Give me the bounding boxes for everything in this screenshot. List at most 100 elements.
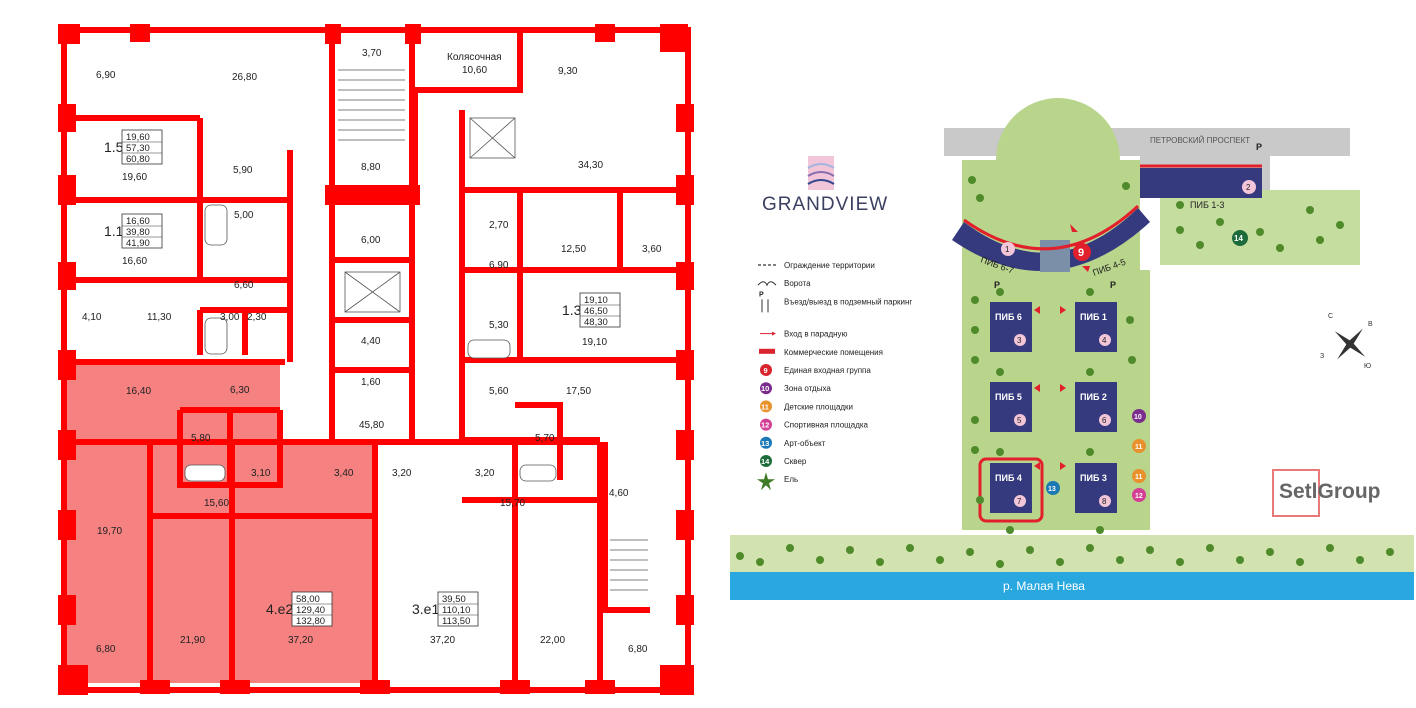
building-block[interactable]: ПИБ 63 (990, 302, 1032, 352)
setlgroup-text: SetlGroup (1279, 480, 1381, 503)
room-area: 5,90 (233, 165, 253, 176)
room-area: 5,30 (489, 320, 509, 331)
room-area: 5,70 (535, 433, 555, 444)
building-number: 3 (1017, 336, 1022, 345)
room-area: 2,30 (247, 312, 267, 323)
columns (58, 24, 694, 695)
legend-number: 10 (761, 384, 769, 393)
tree-icon (1086, 544, 1094, 552)
legend-item: Коммерческие помещения (759, 348, 883, 357)
room-area: 6,30 (230, 385, 250, 396)
tree-icon (1086, 288, 1094, 296)
legend-number: 13 (761, 439, 769, 448)
grandview-logo: GRANDVIEW (762, 156, 887, 215)
tree-icon (996, 288, 1004, 296)
selected-building-outline (978, 457, 1044, 523)
building-block[interactable]: ПИБ 3 8 (1075, 463, 1117, 513)
room-area: 15,60 (204, 498, 229, 509)
marker-1: 1 (1005, 245, 1010, 254)
apartment-area: 19,60 (126, 132, 150, 143)
building-number: 6 (1102, 416, 1107, 425)
entry-plaza (1040, 240, 1070, 272)
tree-icon (1176, 558, 1184, 566)
apartment-number: 1.5 (104, 139, 124, 155)
bathtubs (184, 204, 557, 482)
room-area: 6,00 (361, 235, 381, 246)
tree-icon (1128, 356, 1136, 364)
room-area: 21,90 (180, 635, 205, 646)
room-area: 3,20 (475, 468, 495, 479)
room-area: 2,70 (489, 220, 509, 231)
tree-icon (971, 446, 979, 454)
room-label: Колясочная (447, 52, 502, 63)
pib-label: ПИБ 1-3 (1190, 200, 1224, 210)
tree-icon (976, 194, 984, 202)
tree-icon (971, 296, 979, 304)
tree-icon (756, 558, 764, 566)
room-area: 8,80 (361, 162, 381, 173)
building-label: ПИБ 2 (1080, 392, 1107, 402)
room-area: 26,80 (232, 72, 257, 83)
building-block[interactable]: ПИБ 47 (990, 463, 1032, 513)
tree-icon (1316, 236, 1324, 244)
commercial-block-curved[interactable] (952, 208, 1150, 272)
apartment-area: 46,50 (584, 306, 608, 317)
building-block[interactable]: ПИБ 14 (1075, 302, 1117, 352)
building-pib-1-3-block[interactable] (1140, 168, 1262, 198)
room-area: 9,30 (558, 66, 578, 77)
legend-item: Ель (757, 472, 798, 491)
room-area: 45,80 (359, 420, 384, 431)
tree-icon (906, 544, 914, 552)
room-area: 16,60 (122, 256, 147, 267)
parking-marker: P (1110, 280, 1116, 290)
apartment-area: 60,80 (126, 154, 150, 165)
apartment-number: 1.1 (104, 223, 124, 239)
tree-icon (816, 556, 824, 564)
legend-label: Вход в парадную (784, 330, 848, 339)
tree-icon (786, 544, 794, 552)
building-label: ПИБ 1 (1080, 312, 1107, 322)
room-area: 34,30 (578, 160, 603, 171)
tree-icon (968, 176, 976, 184)
tree-icon (1146, 546, 1154, 554)
parking-marker: P (994, 280, 1000, 290)
legend-number: 9 (764, 366, 768, 375)
legend-label: Въезд/выезд в подземный паркинг (784, 297, 912, 306)
building-block[interactable]: ПИБ 5 5 (990, 382, 1032, 432)
setlgroup-logo: SetlGroup (1272, 469, 1381, 517)
tree-icon (976, 496, 984, 504)
room-area: 6,90 (489, 260, 509, 271)
tree-icon (1386, 548, 1394, 556)
room-area: 4,60 (609, 488, 629, 499)
tree-icon (1236, 556, 1244, 564)
parking-marker: P (1256, 142, 1262, 152)
apartment-area: 48,30 (584, 317, 608, 328)
building-number: 5 (1017, 416, 1022, 425)
building-label: ПИБ 3 (1080, 473, 1107, 483)
building-number: 8 (1102, 497, 1107, 506)
svg-text:В: В (1368, 321, 1373, 328)
marker-13: 13 (1048, 486, 1056, 493)
building-label: ПИБ 5 (995, 392, 1022, 402)
room-area: 11,30 (147, 312, 172, 323)
tree-icon (996, 560, 1004, 568)
stairs (338, 69, 648, 591)
tree-icon (1216, 218, 1224, 226)
svg-text:З: З (1320, 353, 1324, 360)
room-area: 19,10 (582, 337, 607, 348)
apartment-area: 129,40 (296, 605, 325, 616)
tree-icon (971, 326, 979, 334)
building-block[interactable]: ПИБ 2 6 (1075, 382, 1117, 432)
entrance-arrows (1034, 224, 1090, 470)
